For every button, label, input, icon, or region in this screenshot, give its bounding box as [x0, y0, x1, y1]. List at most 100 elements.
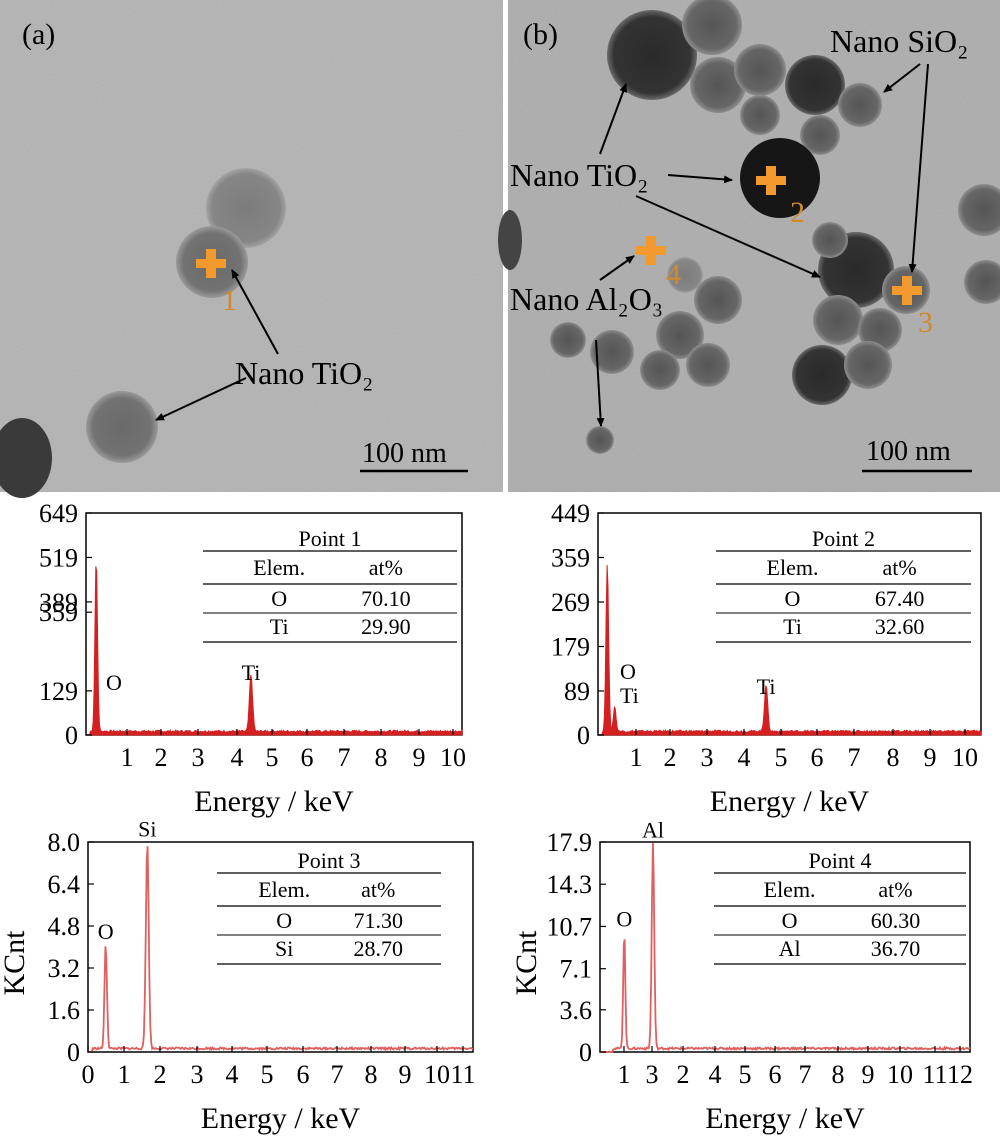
x-tick-label: 10 [952, 743, 978, 772]
arrow-to-particle-bottom [155, 377, 247, 421]
x-tick-label: 2 [154, 1060, 167, 1089]
x-tick-label: 3 [646, 1060, 659, 1089]
y-tick-label: 519 [39, 543, 78, 572]
table-cell-element: O [276, 908, 292, 933]
arrow-sio2-2 [908, 63, 929, 273]
arrow-al2o3-2 [595, 339, 605, 427]
table-title: Point 1 [299, 526, 362, 551]
arrow-tio2-3 [635, 195, 821, 278]
x-tick-label: 12 [947, 1060, 973, 1089]
x-tick-label: 1 [118, 1060, 131, 1089]
x-tick-label: 6 [811, 743, 824, 772]
y-tick-label: 269 [551, 588, 590, 617]
x-tick-label: 9 [413, 743, 426, 772]
x-axis-title: Energy / keV [201, 1102, 361, 1135]
particle [958, 184, 1000, 236]
x-axis-title: Energy / keV [194, 785, 354, 818]
y-tick-label: 0 [579, 1038, 592, 1067]
table-cell-value: 60.30 [871, 908, 921, 933]
x-tick-label: 8 [887, 743, 900, 772]
particle [586, 426, 614, 454]
spectrum-series [600, 842, 971, 1053]
point-marker-1 [196, 249, 226, 278]
y-tick-label: 0 [65, 721, 78, 750]
y-tick-label: 7.1 [560, 955, 593, 984]
peak-label-o: O [98, 919, 114, 944]
x-tick-label: 7 [338, 743, 351, 772]
y-tick-label: 649 [39, 499, 78, 528]
scale-bar-label-b: 100 nm [866, 436, 951, 467]
x-tick-label: 2 [677, 1060, 690, 1089]
peak-label-o: O [106, 670, 122, 695]
table-header: Elem. [767, 555, 819, 580]
point-marker-4 [636, 236, 666, 265]
annotation-nano-tio2-a: Nano TiO₂ [235, 355, 373, 391]
table-header: at% [369, 555, 403, 580]
table-title: Point 3 [298, 848, 361, 873]
particle [964, 260, 1000, 304]
x-tick-label: 5 [266, 743, 279, 772]
y-tick-label: 4.8 [48, 912, 81, 941]
y-tick-label: 89 [564, 677, 590, 706]
x-tick-label: 5 [261, 1060, 274, 1089]
particle [590, 330, 634, 374]
x-tick-label: 2 [664, 743, 677, 772]
x-tick-label: 4 [226, 1060, 239, 1089]
particle [792, 345, 852, 405]
y-axis-title: KCnt [0, 930, 31, 996]
peak-label-o: O [616, 907, 632, 932]
y-tick-label: 17.9 [547, 828, 593, 857]
y-tick-label: 449 [551, 499, 590, 528]
x-tick-label: 7 [848, 743, 861, 772]
annotation-nano-tio2-b: Nano TiO₂ [510, 157, 648, 193]
table-cell-value: 67.40 [875, 586, 925, 611]
x-tick-label: 1 [618, 1060, 631, 1089]
table-header: Elem. [258, 877, 310, 902]
table-header: Elem. [764, 877, 816, 902]
particle [785, 55, 845, 115]
particle [682, 0, 742, 55]
x-axis-title: Energy / keV [710, 785, 870, 818]
table-cell-element: Ti [783, 614, 802, 639]
y-tick-label: 3.6 [560, 996, 593, 1025]
table-header: Elem. [253, 555, 305, 580]
peak-label-ti: Ti [757, 674, 776, 699]
particle [800, 115, 840, 155]
arrow-tio2-1 [599, 83, 627, 155]
x-tick-label: 3 [192, 743, 205, 772]
particle [844, 341, 892, 389]
table-cell-value: 29.90 [361, 614, 411, 639]
x-tick-label: 7 [799, 1060, 812, 1089]
arrow-sio2-1 [883, 63, 921, 93]
table-cell-element: Si [275, 936, 293, 961]
plot-frame [87, 841, 474, 1053]
particle [206, 168, 286, 248]
particle [690, 57, 746, 113]
table-header: at% [882, 555, 916, 580]
y-tick-label: 6.4 [48, 870, 81, 899]
point-label-3: 3 [918, 306, 933, 339]
table-cell-value: 28.70 [354, 936, 404, 961]
arrow-al2o3-1 [599, 255, 635, 281]
x-tick-label: 9 [924, 743, 937, 772]
point-label-4: 4 [666, 258, 681, 291]
x-tick-label: 6 [301, 743, 314, 772]
arrow-to-particle-1 [231, 269, 279, 355]
x-tick-label: 9 [862, 1060, 875, 1089]
x-tick-label: 2 [155, 743, 168, 772]
table-cell-element: Ti [270, 614, 289, 639]
particle [734, 44, 786, 96]
x-tick-label: 7 [331, 1060, 344, 1089]
x-tick-label: 10 [424, 1060, 450, 1089]
particle [640, 350, 680, 390]
y-axis-title: KCnt [510, 930, 543, 996]
y-tick-label: 3.2 [48, 954, 81, 983]
table-title: Point 4 [809, 848, 872, 873]
particle [498, 210, 522, 270]
x-tick-label: 5 [739, 1060, 752, 1089]
particle [667, 257, 703, 293]
